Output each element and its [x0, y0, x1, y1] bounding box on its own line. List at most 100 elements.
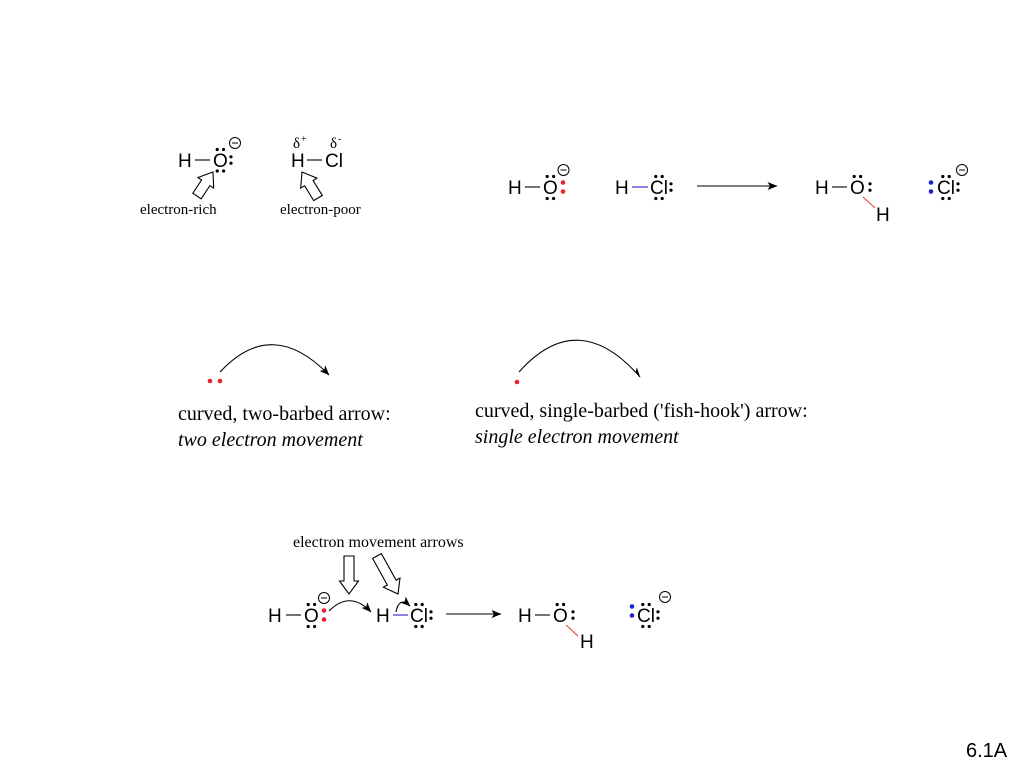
- electron-dot: [654, 196, 658, 201]
- fish-hook-curved-arrow: [518, 339, 641, 378]
- hydrogen-atom: H: [508, 178, 522, 199]
- charge-circle: [557, 164, 570, 176]
- electron-dot: [941, 196, 945, 201]
- electron-dot: [545, 196, 549, 201]
- electron-dot: [660, 174, 664, 179]
- oxygen-atom: O: [850, 178, 865, 199]
- electron-dot: [562, 602, 566, 607]
- negative-charge-icon: [318, 592, 330, 604]
- electron-dot: [217, 378, 223, 384]
- arrow-types-section: curved, two-barbed arrow: two electron m…: [178, 339, 808, 451]
- delta-symbol: δ: [330, 136, 337, 152]
- electron-dot: [306, 602, 310, 607]
- electron-dot: [669, 182, 673, 186]
- electron-dot: [868, 182, 872, 186]
- electron-dot: [647, 602, 651, 607]
- partial-positive-sign: +: [301, 134, 307, 145]
- electron-dot: [629, 604, 635, 609]
- charge-circle: [229, 137, 241, 149]
- electron-dot: [313, 602, 317, 607]
- electron-dot: [215, 147, 219, 152]
- electron-dot: [555, 602, 559, 607]
- partial-negative-sign: -: [338, 134, 341, 145]
- electron-dot: [947, 196, 951, 201]
- hydrogen-atom: H: [291, 151, 305, 172]
- charge-circle: [318, 592, 330, 604]
- oxygen-atom: O: [304, 606, 319, 627]
- new-bond: [565, 624, 579, 637]
- electron-pair-arrow: [328, 600, 372, 613]
- electron-dot: [868, 188, 872, 192]
- electron-dot: [414, 602, 418, 607]
- chlorine-atom: Cl: [637, 606, 655, 627]
- hollow-pointer-arrow: [300, 171, 324, 202]
- oxygen-atom: O: [543, 178, 558, 199]
- electron-dot: [852, 174, 856, 179]
- water-product: H O H: [815, 174, 890, 226]
- hollow-pointer-arrow: [338, 555, 360, 595]
- hcl-reactant: H Cl: [615, 174, 673, 201]
- electron-dot: [656, 610, 660, 614]
- electron-dot: [656, 616, 660, 620]
- electron-dot: [641, 602, 645, 607]
- negative-charge-icon: [557, 164, 570, 176]
- two-barbed-title: curved, two-barbed arrow:: [178, 403, 391, 425]
- polarity-section: H O δ + δ - H Cl electron-rich electron-…: [140, 134, 361, 218]
- electron-dot: [956, 188, 960, 192]
- electron-dot: [552, 174, 556, 179]
- fish-hook-example: curved, single-barbed ('fish-hook') arro…: [475, 339, 808, 448]
- hydrogen-atom: H: [376, 606, 390, 627]
- electron-dot: [545, 174, 549, 179]
- electron-dot: [859, 174, 863, 179]
- negative-charge-icon: [659, 591, 671, 603]
- hydrogen-atom: H: [178, 151, 192, 172]
- charge-circle: [956, 164, 968, 176]
- slide-number: 6.1A: [966, 740, 1008, 762]
- chlorine-atom: Cl: [650, 178, 668, 199]
- mechanism-section: electron movement arrows H O H Cl H O H …: [268, 534, 671, 653]
- electron-dot: [229, 161, 233, 165]
- electron-dot: [956, 182, 960, 186]
- electron-dot: [420, 624, 424, 629]
- electron-dot: [660, 196, 664, 201]
- electron-dot: [947, 174, 951, 179]
- electron-dot: [654, 174, 658, 179]
- electron-dot: [629, 613, 635, 618]
- electron-dot: [571, 610, 575, 614]
- two-barbed-curved-arrow: [219, 344, 330, 376]
- two-barbed-description: two electron movement: [178, 429, 363, 451]
- chlorine-atom: Cl: [325, 151, 343, 172]
- hydroxide-reactant: H O: [268, 592, 330, 629]
- electron-dot: [571, 616, 575, 620]
- hydrogen-atom: H: [580, 632, 594, 653]
- electron-dot: [222, 169, 226, 173]
- electron-dot: [313, 624, 317, 629]
- electron-dot: [420, 602, 424, 607]
- electron-dot: [207, 378, 213, 384]
- hydrogen-atom: H: [518, 606, 532, 627]
- chloride-product: Cl: [629, 591, 671, 629]
- negative-charge-icon: [956, 164, 968, 176]
- reaction-section: H O H Cl H O H Cl: [508, 164, 968, 226]
- hydrogen-atom: H: [268, 606, 282, 627]
- electron-dot: [215, 169, 219, 173]
- electron-dot: [560, 180, 566, 185]
- delta-symbol: δ: [293, 136, 300, 152]
- electron-dot: [552, 196, 556, 201]
- water-product: H O H: [518, 602, 594, 653]
- oxygen-atom: O: [553, 606, 568, 627]
- electron-dot: [321, 617, 327, 622]
- two-barbed-example: curved, two-barbed arrow: two electron m…: [178, 344, 391, 451]
- hydrogen-chloride-structure: δ + δ - H Cl: [291, 134, 343, 172]
- electron-dot: [560, 189, 566, 194]
- electron-poor-label: electron-poor: [280, 202, 361, 218]
- electron-dot: [669, 188, 673, 192]
- electron-dot: [641, 624, 645, 629]
- hydrogen-atom: H: [815, 178, 829, 199]
- electron-dot: [647, 624, 651, 629]
- electron-movement-arrows-label: electron movement arrows: [293, 534, 464, 551]
- fish-hook-description: single electron movement: [475, 426, 679, 448]
- fish-hook-title: curved, single-barbed ('fish-hook') arro…: [475, 400, 808, 422]
- negative-charge-icon: [229, 137, 241, 149]
